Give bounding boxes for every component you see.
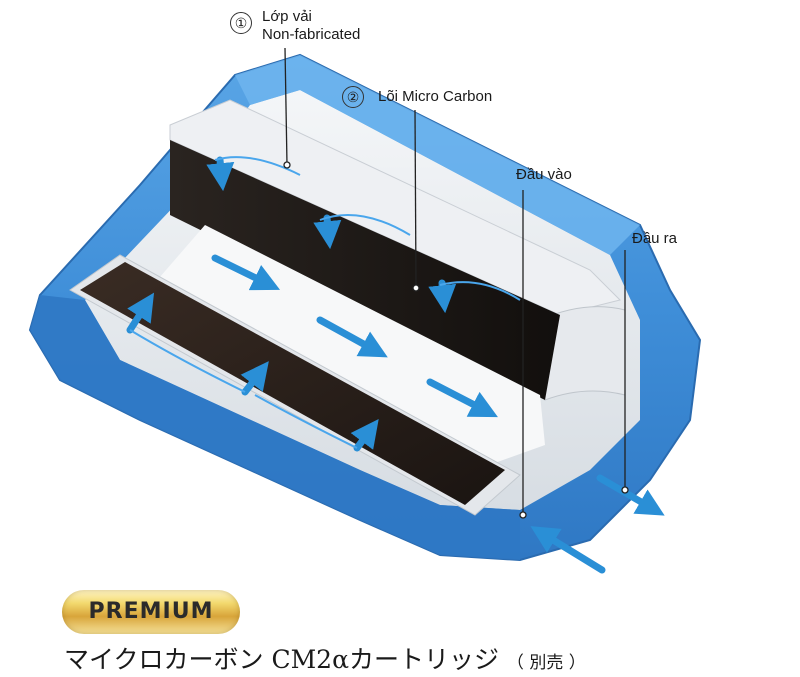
flow-arrow-icon xyxy=(206,156,235,192)
callout-fabric-layer-label: Lớp vải Non-fabricated xyxy=(262,8,360,44)
flow-arrow-icon xyxy=(350,419,379,452)
flow-arrow-icon xyxy=(426,378,498,418)
premium-badge: PREMIUM xyxy=(62,590,240,634)
premium-badge-text: PREMIUM xyxy=(88,599,214,624)
product-name: マイクロカーボン CM2αカートリッジ xyxy=(64,645,499,674)
circled-number-icon: ① xyxy=(230,12,252,34)
circled-number-icon: ② xyxy=(342,86,364,108)
leader-line-carbon xyxy=(414,109,417,289)
outlet-label: Đầu ra xyxy=(632,230,678,247)
callout-carbon-core-label: Lõi Micro Carbon xyxy=(378,88,493,105)
flow-arrows xyxy=(126,156,665,574)
flow-arrow-icon xyxy=(240,361,269,396)
leader-lines xyxy=(283,47,629,519)
flow-guides xyxy=(129,156,521,449)
product-caption: マイクロカーボン CM2αカートリッジ （ 別売 ） xyxy=(64,640,586,676)
flow-arrow-icon xyxy=(530,526,606,574)
upper-cartridge-block xyxy=(169,99,626,401)
housing-rim-bottom xyxy=(30,295,520,560)
inner-chamber xyxy=(140,225,545,470)
callout-fabric-line1: Lớp vải xyxy=(262,8,312,25)
flow-arrow-icon xyxy=(211,254,281,291)
housing-rim-top xyxy=(235,55,640,255)
flow-arrow-icon xyxy=(316,316,388,358)
carbon-core-upper xyxy=(170,140,560,400)
callout-fabric-line2: Non-fabricated xyxy=(262,26,361,43)
leader-line-fabric xyxy=(284,47,288,166)
flow-arrow-icon xyxy=(313,214,342,250)
inlet-label: Đầu vào xyxy=(516,166,572,183)
carbon-core-lower xyxy=(80,262,505,505)
product-note: （ 別売 ） xyxy=(506,653,586,673)
flow-arrow-icon xyxy=(596,474,665,516)
flow-arrow-icon xyxy=(428,279,457,314)
flow-arrow-icon xyxy=(126,292,155,334)
